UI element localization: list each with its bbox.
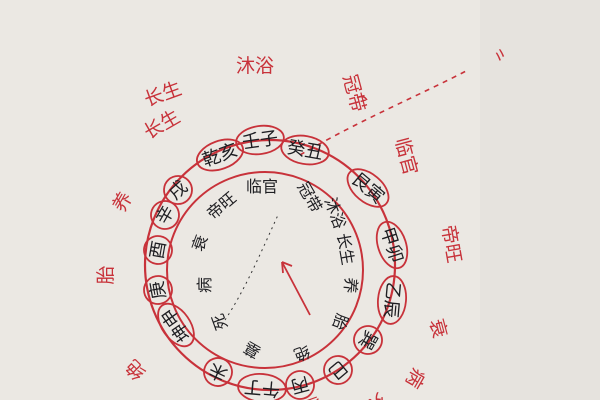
ring-cell-text: 壬子: [241, 128, 280, 154]
ring-cell-text: 午丁: [243, 375, 281, 399]
ring-cell-outline: [237, 372, 287, 400]
dashed-arc: [299, 69, 469, 156]
paper-shadow: [480, 0, 600, 400]
ring-cell-outline: [143, 275, 173, 305]
ring-cell-outline: [203, 357, 233, 387]
ring-cell-text: 庚: [147, 279, 171, 300]
inner-stage-label: 绝: [291, 342, 313, 365]
outer-stage-label: 沐浴: [236, 55, 274, 77]
inner-stage-label: 死: [208, 311, 231, 333]
ring-cell: 乙辰: [376, 275, 408, 325]
ring-cell-outline: [376, 275, 408, 325]
ring-cell-outline: [196, 138, 244, 172]
inner-stage-label: 临官: [246, 177, 278, 196]
ring-cell-text: 乙辰: [379, 281, 403, 319]
inner-stage-label: 胎: [329, 311, 352, 333]
ring-cell-outline: [143, 235, 173, 265]
ring-cell-outline: [346, 168, 390, 208]
ring-cell-text: 酉: [147, 239, 171, 260]
ring-cell-outline: [280, 134, 330, 166]
outer-stage-label: 胎: [95, 265, 117, 284]
ring-cell-outline: [235, 124, 285, 156]
ring-cell: 癸丑: [280, 134, 330, 166]
arrow-shaft: [281, 261, 311, 316]
inner-stage-label: 病: [195, 277, 214, 293]
inner-stage-label: 衰: [188, 232, 211, 254]
ring-cell-text: 丙: [288, 372, 311, 397]
ring-cell-outline: [353, 325, 383, 355]
ring-cell: 壬子: [235, 124, 285, 156]
ring-cell-outline: [163, 175, 193, 205]
ring-cell: 庚: [143, 275, 173, 305]
ring-cell-outline: [375, 220, 409, 270]
arrow-head: [281, 261, 293, 274]
outer-stage-label: 死: [362, 388, 391, 400]
ring-cell-outline: [157, 302, 195, 348]
scribble: [356, 95, 368, 101]
ring-cell: 酉: [143, 235, 173, 265]
ring-cell-outline: [323, 355, 353, 385]
ring-cell: 午丁: [237, 372, 287, 400]
inner-stage-label: 养: [340, 277, 360, 295]
outer-stage-label: 墓: [299, 392, 324, 400]
inner-ring: [166, 171, 364, 369]
outer-ring: [143, 138, 397, 392]
